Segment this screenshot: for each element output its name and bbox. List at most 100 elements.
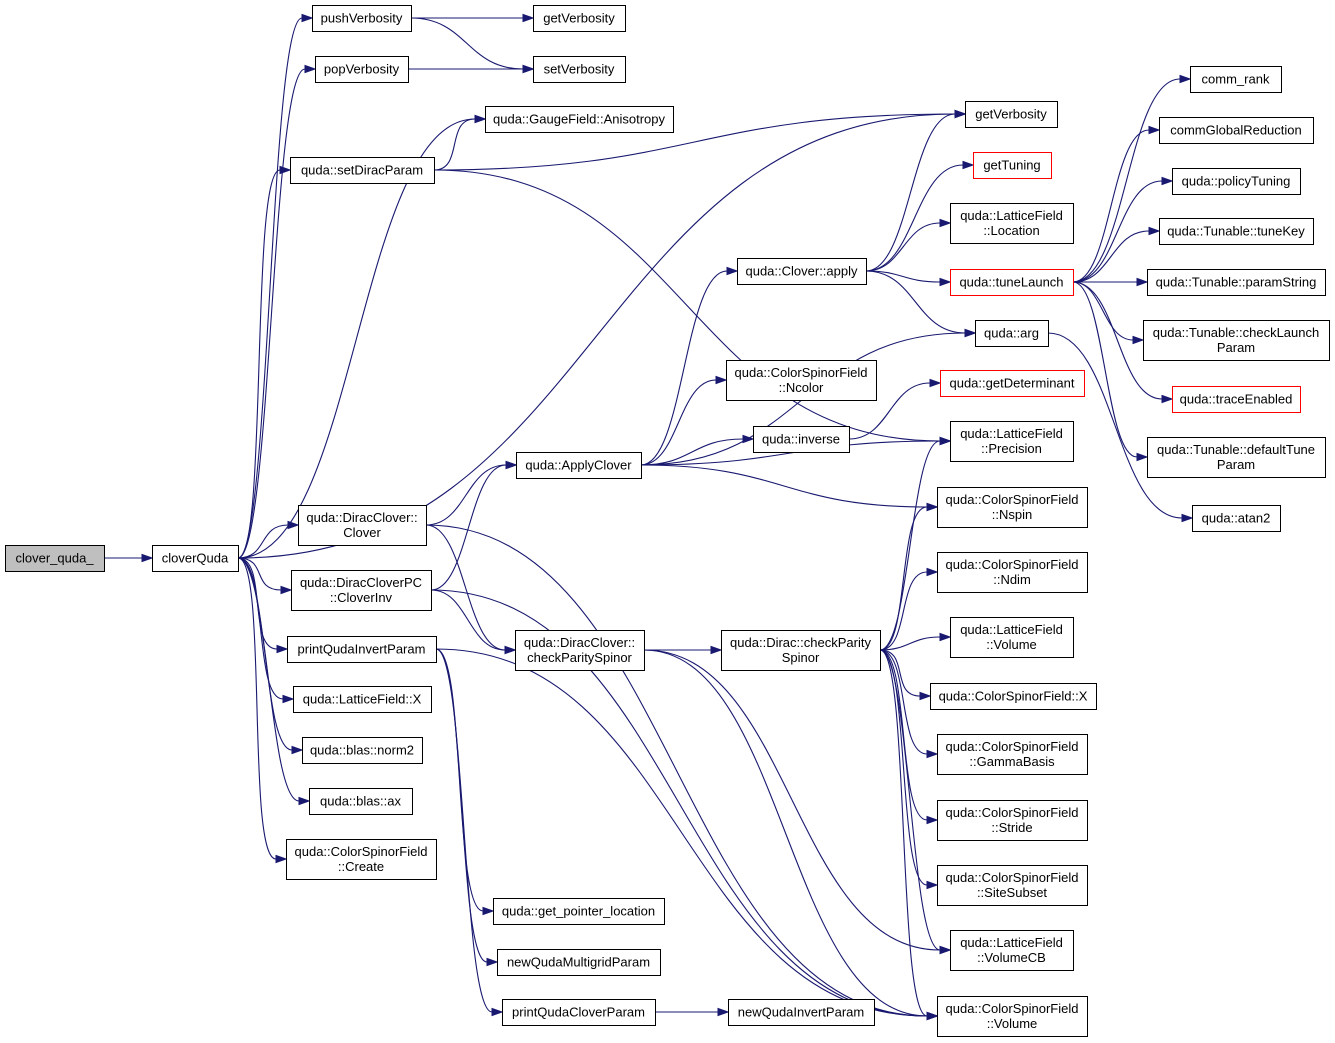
node-inverse[interactable]: quda::inverse: [753, 426, 850, 453]
node-get_pointer_location[interactable]: quda::get_pointer_location: [493, 898, 665, 925]
node-box-tunable_defaultTune[interactable]: [1147, 437, 1326, 478]
node-traceEnabled[interactable]: quda::traceEnabled: [1172, 386, 1301, 413]
node-atan2[interactable]: quda::atan2: [1192, 505, 1281, 532]
node-box-pushVerbosity[interactable]: [312, 5, 412, 32]
node-box-csf_x[interactable]: [930, 683, 1097, 710]
node-box-popVerbosity[interactable]: [315, 56, 409, 83]
node-commGlobalReduction[interactable]: commGlobalReduction: [1159, 117, 1314, 144]
node-newQudaInvertParam[interactable]: newQudaInvertParam: [728, 999, 875, 1026]
node-csf_create[interactable]: quda::ColorSpinorField::Create: [286, 839, 437, 880]
node-printQudaInvertParam[interactable]: printQudaInvertParam: [287, 636, 437, 663]
node-box-tunable_checkLaunch[interactable]: [1143, 320, 1330, 361]
node-csf_nspin[interactable]: quda::ColorSpinorField::Nspin: [937, 487, 1088, 528]
node-box-arg[interactable]: [975, 320, 1049, 347]
node-lf_volume[interactable]: quda::LatticeField::Volume: [950, 617, 1074, 658]
node-csf_ncolor[interactable]: quda::ColorSpinorField::Ncolor: [726, 360, 877, 401]
node-box-blas_ax[interactable]: [309, 788, 413, 815]
node-box-csf_ncolor[interactable]: [726, 360, 877, 401]
node-box-setDiracParam[interactable]: [290, 157, 435, 184]
node-box-csf_create[interactable]: [286, 839, 437, 880]
node-policyTuning[interactable]: quda::policyTuning: [1172, 168, 1301, 195]
node-box-policyTuning[interactable]: [1172, 168, 1301, 195]
node-box-getTuning[interactable]: [973, 152, 1052, 179]
node-applyClover[interactable]: quda::ApplyClover: [516, 452, 642, 479]
node-lf_x[interactable]: quda::LatticeField::X: [293, 686, 432, 713]
node-tuneLaunch[interactable]: quda::tuneLaunch: [950, 269, 1074, 296]
node-clover_apply[interactable]: quda::Clover::apply: [737, 258, 867, 285]
node-pushVerbosity[interactable]: pushVerbosity: [312, 5, 412, 32]
node-box-diracCloverPC[interactable]: [291, 570, 432, 611]
node-norm2[interactable]: quda::blas::norm2: [302, 737, 423, 764]
node-box-getVerbosity_a[interactable]: [533, 5, 626, 32]
node-box-dirac_checkParity[interactable]: [721, 630, 881, 671]
node-box-applyClover[interactable]: [516, 452, 642, 479]
node-box-lf_x[interactable]: [293, 686, 432, 713]
node-setDiracParam[interactable]: quda::setDiracParam: [290, 157, 435, 184]
node-box-newQudaMultigridParam[interactable]: [497, 949, 661, 976]
node-box-gf_anisotropy[interactable]: [485, 106, 674, 133]
node-getTuning[interactable]: getTuning: [973, 152, 1052, 179]
node-getVerbosity_b[interactable]: getVerbosity: [965, 101, 1058, 128]
node-box-lf_volume[interactable]: [950, 617, 1074, 658]
node-box-printQudaCloverParam[interactable]: [502, 999, 656, 1026]
node-arg[interactable]: quda::arg: [975, 320, 1049, 347]
node-box-getVerbosity_b[interactable]: [965, 101, 1058, 128]
node-lf_volumecb[interactable]: quda::LatticeField::VolumeCB: [950, 930, 1074, 971]
node-box-printQudaInvertParam[interactable]: [287, 636, 437, 663]
node-box-clover_apply[interactable]: [737, 258, 867, 285]
node-box-lf_location[interactable]: [950, 203, 1074, 244]
node-csf_volume[interactable]: quda::ColorSpinorField::Volume: [937, 996, 1088, 1037]
node-comm_rank[interactable]: comm_rank: [1190, 66, 1282, 93]
node-box-comm_rank[interactable]: [1190, 66, 1282, 93]
node-lf_precision[interactable]: quda::LatticeField::Precision: [950, 421, 1074, 462]
node-box-diracClover[interactable]: [298, 505, 427, 546]
node-box-lf_volumecb[interactable]: [950, 930, 1074, 971]
node-box-getDeterminant[interactable]: [940, 370, 1085, 397]
node-diracClover[interactable]: quda::DiracClover::Clover: [298, 505, 427, 546]
node-dirac_checkParity[interactable]: quda::Dirac::checkParitySpinor: [721, 630, 881, 671]
node-getVerbosity_a[interactable]: getVerbosity: [533, 5, 626, 32]
node-box-norm2[interactable]: [302, 737, 423, 764]
node-setVerbosity[interactable]: setVerbosity: [533, 56, 626, 83]
node-csf_gammabasis[interactable]: quda::ColorSpinorField::GammaBasis: [937, 734, 1088, 775]
node-box-lf_precision[interactable]: [950, 421, 1074, 462]
node-dc_checkParity[interactable]: quda::DiracClover::checkParitySpinor: [515, 630, 645, 671]
node-gf_anisotropy[interactable]: quda::GaugeField::Anisotropy: [485, 106, 674, 133]
node-box-inverse[interactable]: [753, 426, 850, 453]
node-csf_sitesubset[interactable]: quda::ColorSpinorField::SiteSubset: [937, 865, 1088, 906]
node-box-tunable_tuneKey[interactable]: [1159, 218, 1314, 245]
node-box-csf_volume[interactable]: [937, 996, 1088, 1037]
node-box-tuneLaunch[interactable]: [950, 269, 1074, 296]
node-tunable_paramString[interactable]: quda::Tunable::paramString: [1147, 269, 1326, 296]
node-label-csf_gammabasis-1: ::GammaBasis: [969, 754, 1055, 769]
node-box-commGlobalReduction[interactable]: [1159, 117, 1314, 144]
node-box-csf_gammabasis[interactable]: [937, 734, 1088, 775]
node-newQudaMultigridParam[interactable]: newQudaMultigridParam: [497, 949, 661, 976]
node-box-tunable_paramString[interactable]: [1147, 269, 1326, 296]
node-printQudaCloverParam[interactable]: printQudaCloverParam: [502, 999, 656, 1026]
node-diracCloverPC[interactable]: quda::DiracCloverPC::CloverInv: [291, 570, 432, 611]
node-box-get_pointer_location[interactable]: [493, 898, 665, 925]
node-csf_ndim[interactable]: quda::ColorSpinorField::Ndim: [937, 552, 1088, 593]
node-box-atan2[interactable]: [1192, 505, 1281, 532]
node-box-csf_nspin[interactable]: [937, 487, 1088, 528]
node-csf_stride[interactable]: quda::ColorSpinorField::Stride: [937, 800, 1088, 841]
node-box-cloverQuda[interactable]: [152, 545, 239, 572]
node-cloverQuda[interactable]: cloverQuda: [152, 545, 239, 572]
node-box-dc_checkParity[interactable]: [515, 630, 645, 671]
node-box-traceEnabled[interactable]: [1172, 386, 1301, 413]
node-box-csf_stride[interactable]: [937, 800, 1088, 841]
node-box-setVerbosity[interactable]: [533, 56, 626, 83]
node-lf_location[interactable]: quda::LatticeField::Location: [950, 203, 1074, 244]
node-getDeterminant[interactable]: quda::getDeterminant: [940, 370, 1085, 397]
node-csf_x[interactable]: quda::ColorSpinorField::X: [930, 683, 1097, 710]
node-tunable_tuneKey[interactable]: quda::Tunable::tuneKey: [1159, 218, 1314, 245]
node-box-newQudaInvertParam[interactable]: [728, 999, 875, 1026]
node-popVerbosity[interactable]: popVerbosity: [315, 56, 409, 83]
node-label-printQudaCloverParam-0: printQudaCloverParam: [512, 1005, 645, 1020]
node-box-csf_sitesubset[interactable]: [937, 865, 1088, 906]
node-box-csf_ndim[interactable]: [937, 552, 1088, 593]
node-blas_ax[interactable]: quda::blas::ax: [309, 788, 413, 815]
